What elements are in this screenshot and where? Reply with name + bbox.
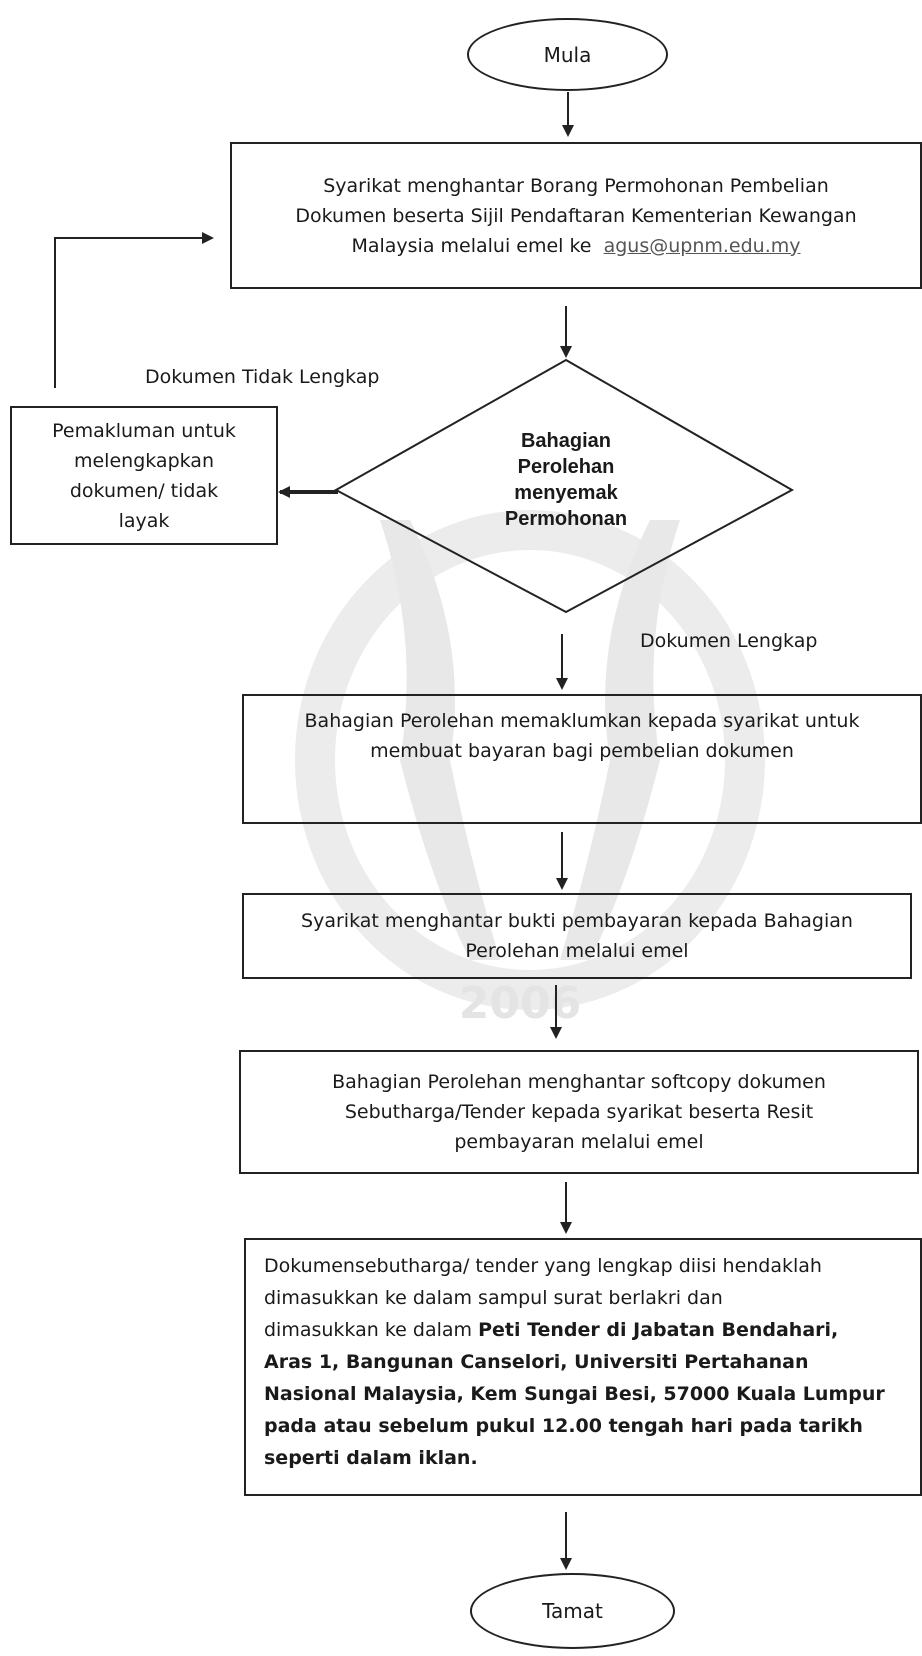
step3-line1: Syarikat menghantar bukti pembayaran kep… (301, 910, 853, 932)
step5-line7: seperti dalam iklan. (264, 1447, 478, 1469)
step5-line3-bold: Peti Tender di Jabatan Bendahari, (478, 1319, 839, 1341)
step5-line6: pada atau sebelum pukul 12.00 tengah har… (264, 1415, 863, 1437)
step-send-softcopy: Bahagian Perolehan menghantar softcopy d… (239, 1050, 919, 1174)
step5-line1: Dokumensebutharga/ tender yang lengkap d… (264, 1255, 822, 1277)
label-complete: Dokumen Lengkap (640, 630, 818, 652)
step1-line2: Dokumen beserta Sijil Pendaftaran Kement… (295, 204, 857, 227)
step4-line3: pembayaran melalui emel (454, 1131, 704, 1153)
step1-line1: Syarikat menghantar Borang Permohonan Pe… (323, 174, 829, 197)
step-notify-payment: Bahagian Perolehan memaklumkan kepada sy… (242, 694, 922, 824)
step5-line2: dimasukkan ke dalam sampul surat berlakr… (264, 1287, 723, 1309)
step-submit-tender: Dokumensebutharga/ tender yang lengkap d… (244, 1238, 922, 1496)
step5-line4: Aras 1, Bangunan Canselori, Universiti P… (264, 1351, 809, 1373)
decision-line1: Bahagian (520, 430, 612, 452)
decision-diamond (333, 358, 795, 614)
step2-line2: membuat bayaran bagi pembelian dokumen (370, 740, 794, 762)
email-link[interactable]: agus@upnm.edu.my (603, 234, 801, 257)
notify-line2: melengkapkan (73, 450, 214, 472)
decision-text: Bahagian Perolehan menyemak Permohonan (466, 428, 666, 532)
start-terminal: Mula (467, 18, 668, 91)
step-send-proof: Syarikat menghantar bukti pembayaran kep… (242, 893, 912, 979)
notify-line3: dokumen/ tidak (69, 480, 219, 502)
step2-line1: Bahagian Perolehan memaklumkan kepada sy… (304, 710, 860, 732)
step3-line2: Perolehan melalui emel (465, 940, 689, 962)
step5-line3-plain: dimasukkan ke dalam (264, 1319, 479, 1341)
notify-incomplete-box: Pemakluman untuk melengkapkan dokumen/ t… (10, 406, 278, 545)
decision-line3: menyemak (514, 482, 618, 504)
notify-line1: Pemakluman untuk (52, 420, 236, 442)
end-terminal: Tamat (470, 1573, 675, 1649)
step-submit-application: Syarikat menghantar Borang Permohonan Pe… (230, 142, 922, 289)
step4-line2: Sebutharga/Tender kepada syarikat besert… (344, 1101, 814, 1123)
decision-line2: Perolehan (517, 456, 615, 478)
step1-line3: Malaysia melalui emel ke (351, 234, 592, 257)
step4-line1: Bahagian Perolehan menghantar softcopy d… (332, 1071, 826, 1093)
arrow-loop-back (54, 232, 214, 388)
start-label: Mula (543, 42, 592, 67)
step5-line5: Nasional Malaysia, Kem Sungai Besi, 5700… (264, 1383, 885, 1405)
label-incomplete: Dokumen Tidak Lengkap (145, 366, 380, 388)
notify-line4: layak (118, 510, 170, 532)
decision-line4: Permohonan (504, 508, 628, 530)
end-label: Tamat (542, 1599, 603, 1623)
